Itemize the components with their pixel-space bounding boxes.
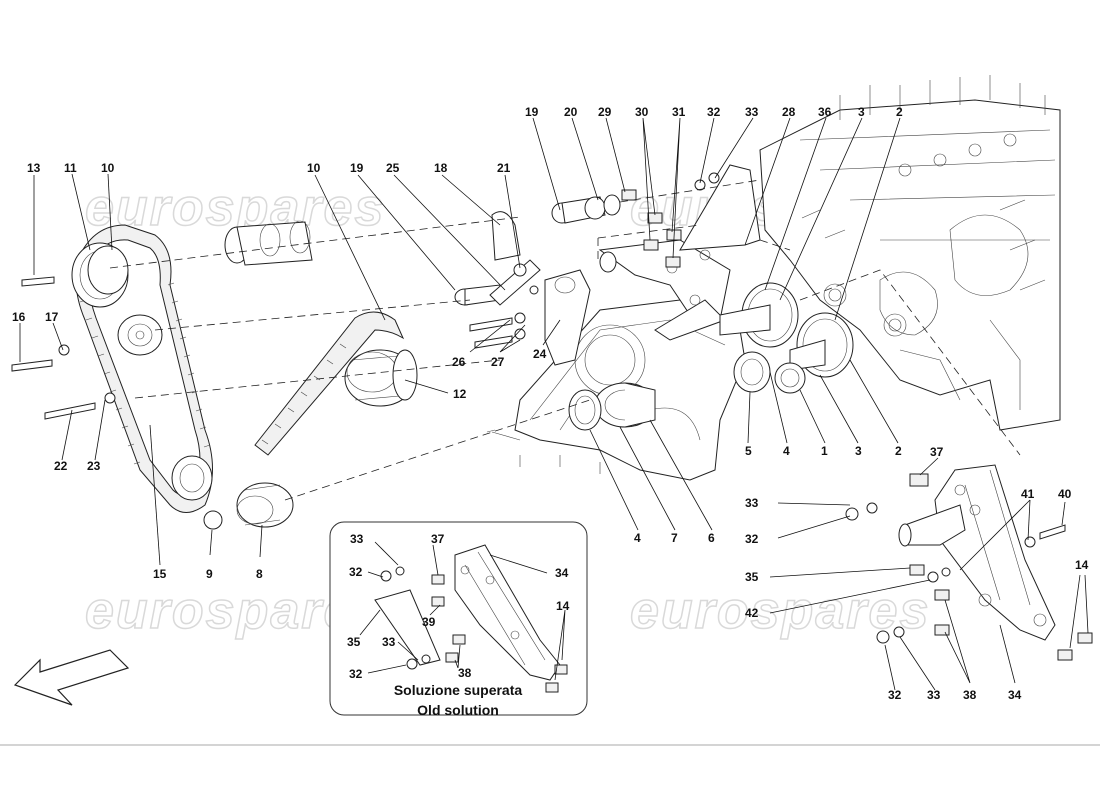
direction-arrow-icon — [13, 649, 130, 706]
callout-label: 40 — [1058, 487, 1072, 501]
callout-label: 24 — [533, 347, 547, 361]
callout-label: 29 — [598, 105, 612, 119]
callout-label: 4 — [783, 444, 790, 458]
callout-label: 22 — [54, 459, 68, 473]
callout-label: 33 — [382, 635, 396, 649]
callout-label: 25 — [386, 161, 400, 175]
callout-label: 10 — [307, 161, 321, 175]
callout-label: 30 — [635, 105, 649, 119]
rocker-assembly — [454, 211, 591, 366]
assembly-axes — [109, 179, 1021, 501]
inset-caption: Soluzione superata Old solution — [394, 682, 523, 718]
callout-label: 10 — [101, 161, 115, 175]
callout-label: 17 — [45, 310, 59, 324]
timing-gears — [719, 282, 854, 394]
old-solution-inset — [329, 521, 588, 716]
callout-label: 15 — [153, 567, 167, 581]
belt-tensioner — [117, 314, 163, 356]
callout-label: 21 — [497, 161, 511, 175]
callout-label: 31 — [672, 105, 686, 119]
callout-label: 28 — [782, 105, 796, 119]
inset-title-italian: Soluzione superata — [394, 682, 523, 698]
callout-label: 1 — [821, 444, 828, 458]
callout-label: 32 — [745, 532, 759, 546]
callout-label: 33 — [745, 105, 759, 119]
callout-label: 42 — [745, 606, 759, 620]
drive-pulley — [344, 349, 418, 407]
callout-label: 27 — [491, 355, 505, 369]
callout-label: 41 — [1021, 487, 1035, 501]
callout-label: 33 — [927, 688, 941, 702]
callout-label: 32 — [349, 667, 363, 681]
callout-label: 37 — [930, 445, 944, 459]
callout-label: 26 — [452, 355, 466, 369]
callout-label: 32 — [349, 565, 363, 579]
callout-label: 38 — [458, 666, 472, 680]
camshaft — [224, 220, 313, 266]
cylinder-studs — [801, 75, 1046, 291]
callout-label: 4 — [634, 531, 641, 545]
callout-label: 34 — [1008, 688, 1022, 702]
callout-label: 11 — [64, 161, 77, 175]
callout-label: 32 — [707, 105, 721, 119]
callout-label: 38 — [963, 688, 977, 702]
inset-title-english: Old solution — [417, 702, 499, 718]
callout-label: 2 — [895, 444, 902, 458]
callout-label: 37 — [431, 532, 445, 546]
callout-label: 6 — [708, 531, 715, 545]
callout-label: 9 — [206, 567, 213, 581]
seals-and-bearing — [568, 351, 771, 431]
callout-label: 33 — [350, 532, 364, 546]
callout-label: 5 — [745, 444, 752, 458]
callout-label: 35 — [745, 570, 759, 584]
screws-left — [11, 276, 116, 420]
callout-label: 32 — [888, 688, 902, 702]
callout-label: 18 — [434, 161, 448, 175]
callout-label: 3 — [858, 105, 865, 119]
engine-block — [759, 75, 1061, 431]
callout-label: 36 — [818, 105, 832, 119]
callout-label: 19 — [525, 105, 539, 119]
callout-label: 14 — [1075, 558, 1089, 572]
callout-label: 23 — [87, 459, 101, 473]
callout-label: 16 — [12, 310, 26, 324]
callout-label: 35 — [347, 635, 361, 649]
crankshaft-pulley — [236, 482, 294, 528]
callout-label: 34 — [555, 566, 569, 580]
callout-label: 14 — [556, 599, 570, 613]
callout-label: 19 — [350, 161, 364, 175]
timing-belt-loose — [254, 311, 405, 456]
camshaft-pulley — [71, 242, 129, 308]
callout-labels: 13 11 10 16 17 22 23 15 9 8 10 12 19 25 … — [12, 105, 1089, 702]
leader-lines — [19, 117, 1089, 691]
callout-label: 7 — [671, 531, 678, 545]
callout-label: 20 — [564, 105, 578, 119]
callout-label: 8 — [256, 567, 263, 581]
lower-bracket-right — [845, 464, 1093, 661]
callout-label: 13 — [27, 161, 41, 175]
callout-label: 2 — [896, 105, 903, 119]
callout-label: 3 — [855, 444, 862, 458]
callout-label: 39 — [422, 615, 436, 629]
callout-label: 12 — [453, 387, 467, 401]
callout-label: 33 — [745, 496, 759, 510]
idler-pulley — [171, 455, 223, 530]
